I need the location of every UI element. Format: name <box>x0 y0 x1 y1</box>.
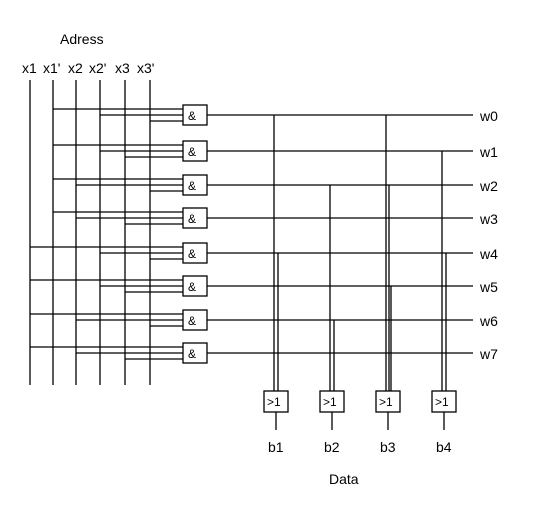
input-label-x1-not: x1' <box>43 60 60 76</box>
input-label-x3: x3 <box>115 60 130 76</box>
svg-text:&: & <box>188 212 196 226</box>
bit-label-b3: b3 <box>380 439 396 455</box>
word-label-w7: w7 <box>479 346 498 362</box>
input-label-x1: x1 <box>22 60 37 76</box>
word-label-w5: w5 <box>479 279 498 295</box>
or-gate-b1: >1 <box>263 390 289 413</box>
svg-text:>1: >1 <box>379 395 393 409</box>
wires <box>29 80 473 430</box>
and-gate-5: & <box>182 275 208 297</box>
word-label-w4: w4 <box>479 246 498 262</box>
address-label: Adress <box>60 31 104 47</box>
and-gate-2: & <box>182 174 208 196</box>
svg-text:&: & <box>188 109 196 123</box>
svg-text:&: & <box>188 179 196 193</box>
input-label-x2: x2 <box>68 60 83 76</box>
bit-label-b1: b1 <box>268 439 284 455</box>
and-gate-6: & <box>182 309 208 331</box>
word-label-w3: w3 <box>479 211 498 227</box>
and-gate-0: & <box>182 104 208 126</box>
and-gate-7: & <box>182 342 208 364</box>
or-gate-b4: >1 <box>431 390 457 413</box>
svg-text:&: & <box>188 347 196 361</box>
input-label-x3-not: x3' <box>137 60 154 76</box>
svg-text:>1: >1 <box>323 395 337 409</box>
or-gate-b2: >1 <box>319 390 345 413</box>
svg-text:&: & <box>188 280 196 294</box>
or-gate-b3: >1 <box>375 390 401 413</box>
input-label-x2-not: x2' <box>89 60 106 76</box>
svg-text:&: & <box>188 145 196 159</box>
word-label-w1: w1 <box>479 144 498 160</box>
and-gate-1: & <box>182 140 208 162</box>
word-label-w2: w2 <box>479 178 498 194</box>
svg-text:&: & <box>188 314 196 328</box>
data-label: Data <box>329 471 359 487</box>
and-gate-4: & <box>182 242 208 264</box>
svg-text:&: & <box>188 247 196 261</box>
bit-label-b2: b2 <box>324 439 340 455</box>
bit-label-b4: b4 <box>436 439 452 455</box>
word-label-w0: w0 <box>479 108 498 124</box>
word-label-w6: w6 <box>479 313 498 329</box>
svg-text:>1: >1 <box>267 395 281 409</box>
and-gate-3: & <box>182 207 208 229</box>
svg-text:>1: >1 <box>435 395 449 409</box>
